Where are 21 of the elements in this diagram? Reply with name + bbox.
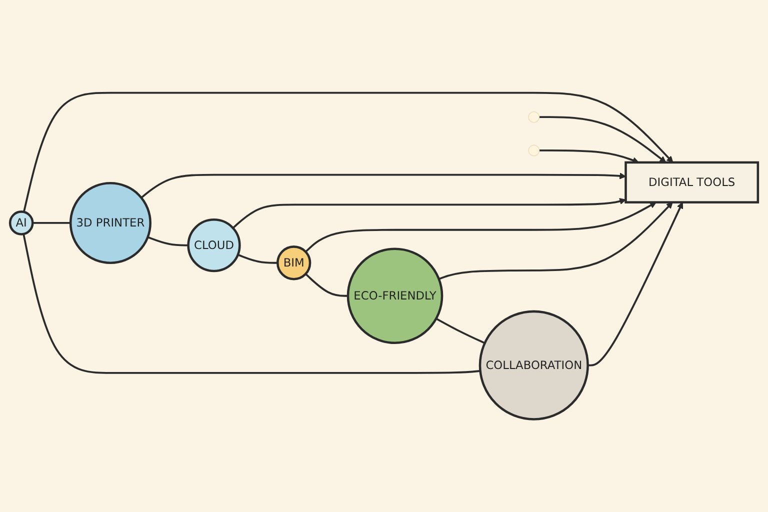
node-circle: AI (8, 210, 34, 236)
arrow (305, 202, 656, 252)
connector (436, 318, 486, 344)
arrow (539, 150, 639, 164)
connector (147, 236, 188, 246)
node-circle: COLLABORATION (478, 310, 589, 420)
arrow (438, 202, 673, 280)
connector (305, 273, 348, 297)
node-box: DIGITAL TOOLS (624, 161, 760, 204)
node-circle: CLOUD (187, 218, 241, 272)
connector (22, 234, 480, 374)
arrow (140, 172, 626, 198)
arrow (22, 92, 674, 212)
node-circle: ECO-FRIENDLY (346, 248, 444, 344)
connector (32, 222, 71, 224)
node-circle: BIM (276, 246, 312, 280)
arrow (539, 116, 666, 163)
connector (238, 254, 278, 264)
arrow (232, 198, 626, 229)
arrow (588, 202, 684, 366)
node-circle: 3D PRINTER (69, 182, 152, 264)
